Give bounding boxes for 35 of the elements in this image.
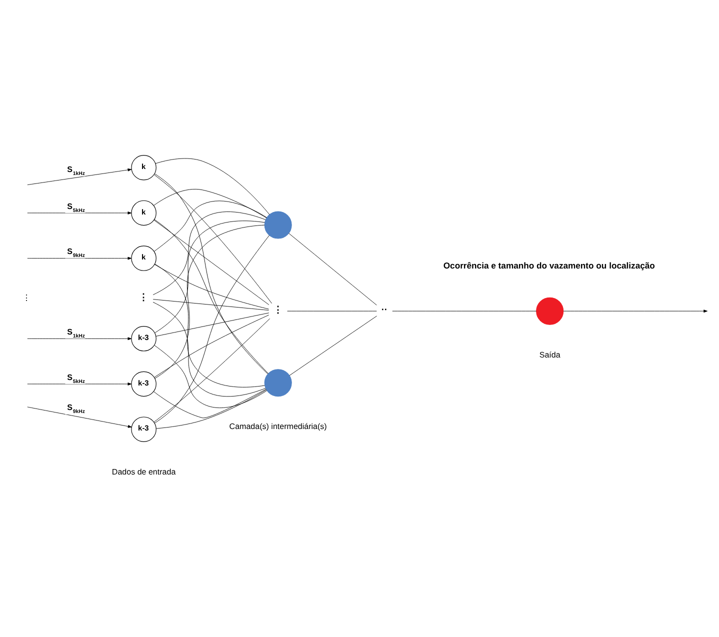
connector bbox=[156, 312, 270, 336]
connector bbox=[152, 298, 269, 310]
connector bbox=[154, 188, 267, 218]
arrow bbox=[27, 256, 132, 260]
connector bbox=[154, 318, 270, 422]
node-label: Ocorrência e tamanho do vazamento ou localização bbox=[443, 260, 655, 270]
connector bbox=[152, 211, 266, 295]
connector bbox=[155, 158, 270, 214]
connector bbox=[288, 232, 377, 305]
node-circle bbox=[536, 296, 564, 324]
node-circle bbox=[264, 368, 292, 396]
arrow bbox=[27, 168, 132, 185]
node-text: ⋮ bbox=[273, 304, 282, 314]
connector bbox=[154, 234, 270, 423]
connector bbox=[154, 314, 270, 378]
connector bbox=[154, 200, 267, 252]
connector bbox=[154, 263, 265, 387]
connector bbox=[154, 174, 272, 304]
connector bbox=[289, 315, 378, 376]
connector bbox=[154, 220, 265, 333]
arrow bbox=[27, 211, 132, 214]
connector bbox=[152, 301, 266, 396]
node-text: ⋮ bbox=[139, 292, 148, 302]
arrow bbox=[27, 336, 132, 340]
arrow bbox=[563, 309, 708, 312]
arrow bbox=[27, 406, 132, 428]
connector bbox=[153, 388, 266, 418]
arrow bbox=[27, 382, 132, 385]
node-text: ·· bbox=[381, 304, 388, 314]
connector bbox=[154, 264, 269, 309]
connector bbox=[154, 173, 268, 374]
connector bbox=[156, 389, 267, 428]
connector bbox=[154, 219, 270, 304]
node-circle bbox=[264, 210, 292, 238]
connector bbox=[154, 344, 268, 408]
